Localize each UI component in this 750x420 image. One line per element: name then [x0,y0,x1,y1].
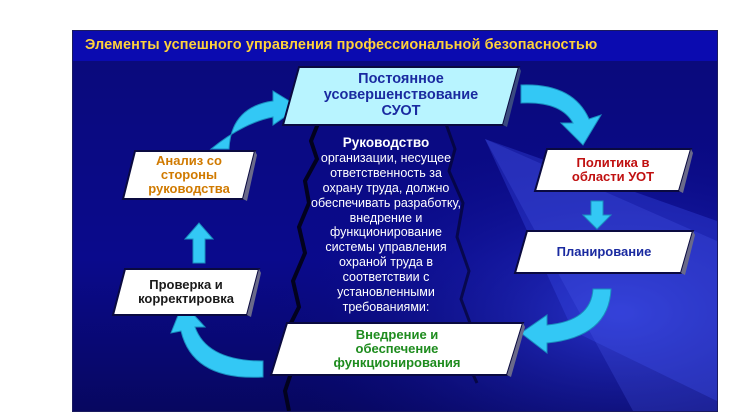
arrow-policy-to-planning [581,200,613,230]
box-implementation-label: Внедрение и обеспечение функционирования [333,326,461,371]
center-description: Руководство организации, несущее ответст… [301,135,471,315]
center-body: организации, несущее ответственность за … [311,151,461,314]
box-continuous-improvement: Постоянное усовершенствование СУОТ [281,65,521,127]
arrow-planning-to-implementation [520,288,612,355]
box-shape [111,268,261,317]
slide-title: Элементы успешного управления профессион… [85,37,598,53]
arrow-implementation-to-check [170,302,264,378]
box-shape [533,148,693,193]
center-heading: Руководство [342,135,430,150]
box-check-label: Проверка и корректировка [138,276,234,306]
cycle-arrows [170,84,613,378]
box-shape [281,66,521,127]
box-policy: Политика в области УОТ [533,147,693,193]
box-planning-label: Планирование [556,243,652,259]
box-check: Проверка и корректировка [111,267,261,317]
box-shape [121,150,257,201]
arrow-check-to-analysis [183,222,215,264]
diagram-slide: Элементы успешного управления профессион… [72,30,718,412]
box-shape [513,230,695,275]
arrow-top-to-policy [520,84,603,146]
arrow-analysis-to-top [209,90,300,150]
box-policy-label: Политика в области УОТ [571,154,655,184]
box-implementation: Внедрение и обеспечение функционирования [269,321,525,377]
box-planning: Планирование [513,229,695,275]
box-analysis: Анализ со стороны руководства [121,149,257,201]
box-analysis-label: Анализ со стороны руководства [148,152,230,197]
title-bar: Элементы успешного управления профессион… [73,31,717,61]
box-continuous-improvement-label: Постоянное усовершенствование СУОТ [323,71,479,119]
box-shape [269,322,525,377]
light-beam-edge [485,139,717,411]
